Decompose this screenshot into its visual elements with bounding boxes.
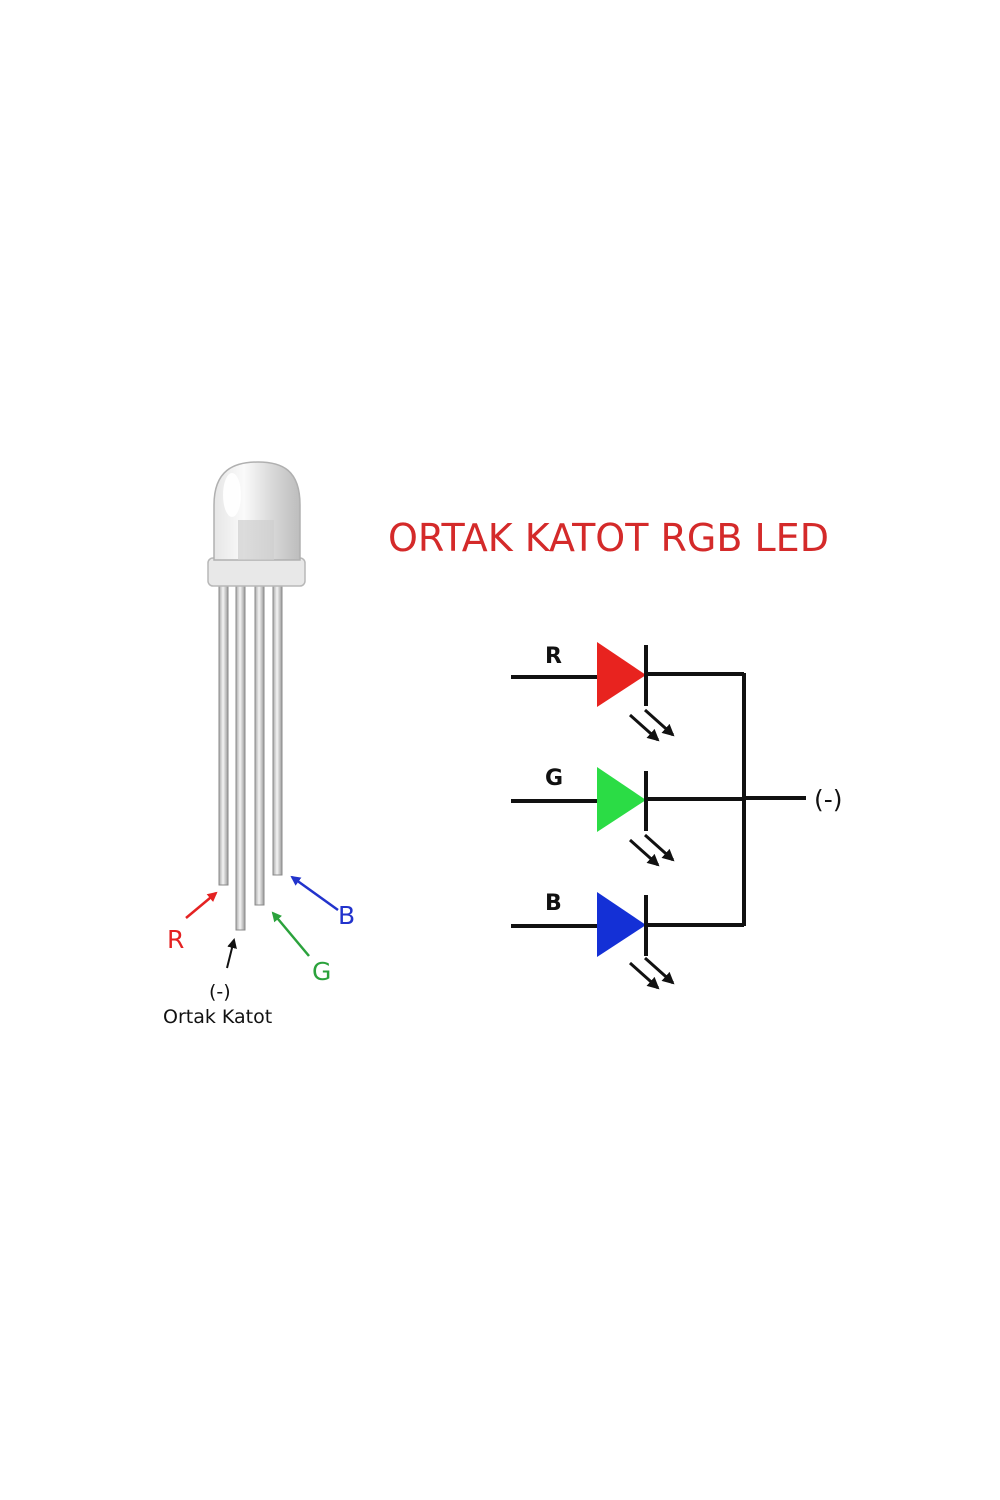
label-common-cathode: Ortak Katot — [163, 1006, 272, 1028]
diagram-title: ORTAK KATOT RGB LED — [388, 516, 829, 560]
arrow-r — [185, 891, 218, 919]
diode-r-emit-1 — [629, 713, 660, 742]
diode-b-emit-2 — [644, 956, 675, 985]
led-leg-b — [272, 584, 283, 876]
led-illustration — [207, 461, 306, 931]
label-r: R — [167, 925, 184, 954]
diode-g-triangle — [597, 767, 646, 832]
diode-r-label: R — [545, 644, 562, 669]
diode-g-emit-1 — [629, 838, 660, 867]
diode-r-triangle — [597, 642, 646, 707]
label-b: B — [338, 901, 355, 930]
led-flange — [207, 557, 306, 587]
arrow-common — [226, 938, 237, 969]
output-minus-label: (-) — [814, 785, 843, 814]
led-inner-die — [238, 520, 274, 560]
diode-b-label: B — [545, 891, 562, 916]
diode-r: R — [545, 642, 675, 742]
diode-r-emit-2 — [644, 708, 675, 737]
led-pin-labels: R B G (-) Ortak Katot — [163, 875, 355, 1028]
arrow-b — [290, 875, 339, 912]
arrow-g — [271, 911, 310, 957]
led-leg-common — [235, 584, 246, 931]
diode-g-emit-2 — [644, 833, 675, 862]
label-g: G — [312, 957, 331, 986]
label-minus-photo: (-) — [209, 981, 231, 1003]
led-leg-r — [218, 584, 229, 886]
led-highlight — [223, 473, 241, 517]
diode-b: B — [545, 891, 675, 990]
diode-b-emit-1 — [629, 961, 660, 990]
diode-g: G — [545, 766, 675, 867]
schematic — [511, 672, 806, 928]
diode-g-label: G — [545, 766, 563, 791]
diode-b-triangle — [597, 892, 646, 957]
led-leg-g — [254, 584, 265, 906]
